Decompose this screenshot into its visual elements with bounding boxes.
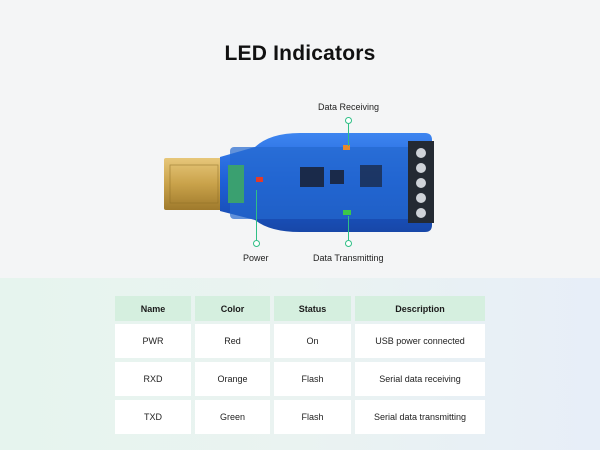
table-cell: Orange <box>195 362 270 396</box>
table-cell: Red <box>195 324 270 358</box>
usb-plug <box>164 158 224 210</box>
table-cell: Serial data receiving <box>355 362 485 396</box>
power-callout-dot <box>253 240 260 247</box>
table-cell: TXD <box>115 400 191 434</box>
rx-callout-label: Data Receiving <box>318 102 380 112</box>
table-cell: RXD <box>115 362 191 396</box>
table-cell: PWR <box>115 324 191 358</box>
table-cell: On <box>274 324 351 358</box>
rx-callout-line <box>348 124 349 146</box>
table-cell: USB power connected <box>355 324 485 358</box>
table-cell: Green <box>195 400 270 434</box>
tx-callout-line <box>348 216 349 240</box>
power-callout-label: Power <box>243 253 269 263</box>
column-header-description: Description <box>355 296 485 321</box>
table-cell: Serial data transmitting <box>355 400 485 434</box>
table-cell: Flash <box>274 362 351 396</box>
table-cell: Flash <box>274 400 351 434</box>
rxd-led <box>343 145 350 150</box>
column-header-name: Name <box>115 296 191 321</box>
pwr-led <box>256 177 263 182</box>
page-title: LED Indicators <box>224 42 376 65</box>
tx-callout-label: Data Transmitting <box>313 253 384 263</box>
txd-led <box>343 210 351 215</box>
tx-callout-dot <box>345 240 352 247</box>
power-callout-line <box>256 190 257 240</box>
column-header-color: Color <box>195 296 270 321</box>
rx-callout-dot <box>345 117 352 124</box>
column-header-status: Status <box>274 296 351 321</box>
usb-converter-image <box>164 133 434 232</box>
